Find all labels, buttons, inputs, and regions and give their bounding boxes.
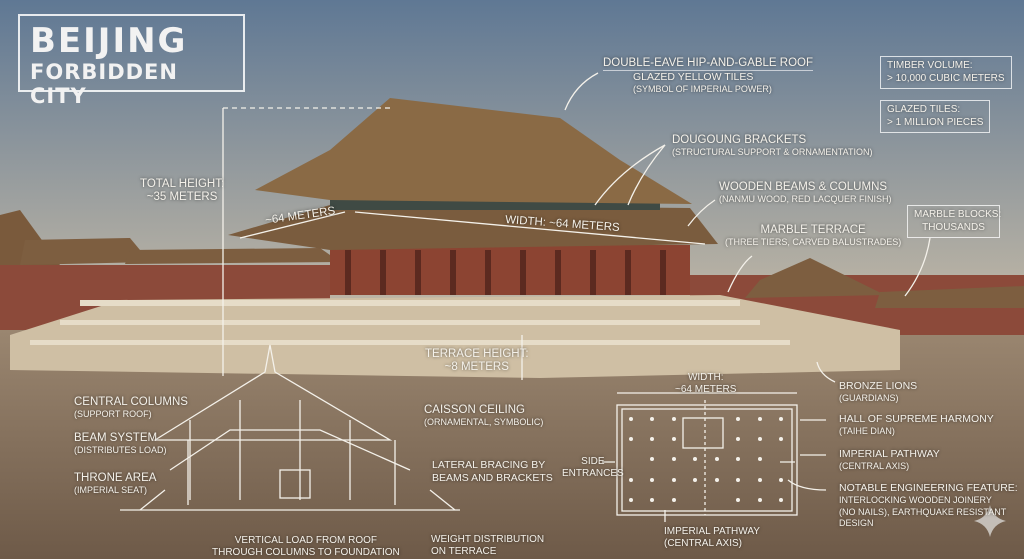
- label-line: VERTICAL LOAD FROM ROOF: [234, 535, 378, 546]
- hall-label: HALL OF SUPREME HARMONY (TAIHE DIAN): [839, 413, 994, 438]
- label-title: BEAM SYSTEM: [74, 432, 158, 444]
- plan-width-label: WIDTH: ~64 METERS: [675, 372, 736, 395]
- side-entrances-label: SIDE ENTRANCES: [562, 456, 624, 479]
- label-sub: (IMPERIAL SEAT): [74, 485, 148, 495]
- stat-tiles: GLAZED TILES: > 1 MILLION PIECES: [880, 100, 991, 133]
- roof-title: DOUBLE-EAVE HIP-AND-GABLE ROOF: [603, 57, 814, 71]
- terrace-height-title: TERRACE HEIGHT:: [425, 348, 529, 360]
- label-title: WIDTH:: [687, 372, 724, 383]
- title-box: BEIJING FORBIDDEN CITY: [18, 14, 245, 108]
- beam-system-label: BEAM SYSTEM (DISTRIBUTES LOAD): [74, 432, 167, 457]
- title-line1: BEIJING: [30, 21, 188, 61]
- total-height-title: TOTAL HEIGHT:: [140, 178, 225, 190]
- label-title: CENTRAL COLUMNS: [74, 396, 188, 408]
- beams-label: WOODEN BEAMS & COLUMNS (NANMU WOOD, RED …: [719, 181, 892, 206]
- lateral-label: LATERAL BRACING BY BEAMS AND BRACKETS: [432, 459, 553, 485]
- pathway-bottom-label: IMPERIAL PATHWAY (CENTRAL AXIS): [664, 526, 760, 549]
- throne-label: THRONE AREA (IMPERIAL SEAT): [74, 472, 156, 497]
- label-sub: (ORNAMENTAL, SYMBOLIC): [424, 417, 544, 427]
- label-line: BEAMS AND BRACKETS: [432, 472, 553, 484]
- dougong-label: DOUGOUNG BRACKETS (STRUCTURAL SUPPORT & …: [672, 134, 873, 159]
- terrace-label: MARBLE TERRACE (THREE TIERS, CARVED BALU…: [725, 224, 901, 249]
- terrace-height-value: ~8 METERS: [444, 361, 509, 373]
- title-line2: FORBIDDEN CITY: [30, 60, 178, 108]
- terrace-title: MARBLE TERRACE: [760, 224, 866, 236]
- stat-value: > 10,000 CUBIC METERS: [887, 72, 1005, 84]
- label-title: IMPERIAL PATHWAY: [839, 448, 940, 460]
- label-sub: (DISTRIBUTES LOAD): [74, 445, 167, 455]
- label-line: DESIGN: [839, 518, 874, 528]
- label-line: ENTRANCES: [562, 467, 624, 479]
- label-sub: (TAIHE DIAN): [839, 426, 895, 436]
- roof-label: DOUBLE-EAVE HIP-AND-GABLE ROOF GLAZED YE…: [603, 57, 814, 96]
- label-line: WEIGHT DISTRIBUTION: [431, 534, 545, 545]
- roof-sub: (SYMBOL OF IMPERIAL POWER): [633, 84, 772, 94]
- total-height-label: TOTAL HEIGHT: ~35 METERS: [140, 178, 224, 204]
- label-sub: (GUARDIANS): [839, 393, 899, 403]
- central-columns-label: CENTRAL COLUMNS (SUPPORT ROOF): [74, 396, 188, 421]
- beams-sub: (NANMU WOOD, RED LACQUER FINISH): [719, 194, 892, 204]
- stat-value: > 1 MILLION PIECES: [887, 116, 984, 128]
- marble-terrace: [10, 295, 900, 378]
- label-line: (NO NAILS), EARTHQUAKE RESISTANT: [839, 506, 1007, 517]
- dougong-title: DOUGOUNG BRACKETS: [672, 134, 807, 146]
- stat-label: TIMBER VOLUME:: [887, 60, 973, 71]
- weight-label: WEIGHT DISTRIBUTION ON TERRACE: [431, 534, 544, 557]
- pathway-right-label: IMPERIAL PATHWAY (CENTRAL AXIS): [839, 448, 940, 473]
- label-line: INTERLOCKING WOODEN JOINERY: [839, 495, 992, 505]
- label-title: IMPERIAL PATHWAY: [664, 526, 760, 537]
- roof-subtitle: GLAZED YELLOW TILES: [633, 71, 754, 83]
- label-title: THRONE AREA: [74, 472, 157, 484]
- caisson-label: CAISSON CEILING (ORNAMENTAL, SYMBOLIC): [424, 404, 543, 429]
- terrace-height-label: TERRACE HEIGHT: ~8 METERS: [425, 348, 529, 374]
- label-title: NOTABLE ENGINEERING FEATURE:: [839, 482, 1018, 494]
- label-sub: (CENTRAL AXIS): [664, 537, 742, 549]
- dougong-sub: (STRUCTURAL SUPPORT & ORNAMENTATION): [672, 147, 873, 157]
- total-height-value: ~35 METERS: [146, 191, 218, 203]
- stat-value: THOUSANDS: [922, 221, 985, 233]
- stat-timber: TIMBER VOLUME: > 10,000 CUBIC METERS: [880, 56, 1012, 89]
- feature-label: NOTABLE ENGINEERING FEATURE: INTERLOCKIN…: [839, 482, 1018, 530]
- label-sub: (SUPPORT ROOF): [74, 409, 152, 419]
- beams-title: WOODEN BEAMS & COLUMNS: [719, 181, 888, 193]
- label-line: SIDE: [581, 456, 605, 467]
- label-value: ~64 METERS: [675, 383, 737, 395]
- vertical-load-label: VERTICAL LOAD FROM ROOF THROUGH COLUMNS …: [212, 535, 400, 558]
- label-line: LATERAL BRACING BY: [432, 459, 546, 471]
- label-line: THROUGH COLUMNS TO FOUNDATION: [212, 546, 400, 558]
- stat-label: GLAZED TILES:: [887, 104, 961, 115]
- stat-marble: MARBLE BLOCKS: THOUSANDS: [907, 205, 1002, 238]
- label-title: BRONZE LIONS: [839, 380, 918, 392]
- label-line: ON TERRACE: [431, 545, 497, 557]
- label-sub: (CENTRAL AXIS): [839, 461, 910, 471]
- annotation-lines: [120, 72, 931, 522]
- sparkle-icon: [974, 505, 1006, 537]
- label-title: CAISSON CEILING: [424, 404, 525, 416]
- stat-label: MARBLE BLOCKS:: [914, 209, 1002, 220]
- lions-label: BRONZE LIONS (GUARDIANS): [839, 380, 917, 405]
- terrace-sub: (THREE TIERS, CARVED BALUSTRADES): [725, 237, 902, 247]
- plan-columns: [629, 417, 783, 502]
- main-hall: [228, 98, 718, 295]
- label-title: HALL OF SUPREME HARMONY: [839, 413, 994, 425]
